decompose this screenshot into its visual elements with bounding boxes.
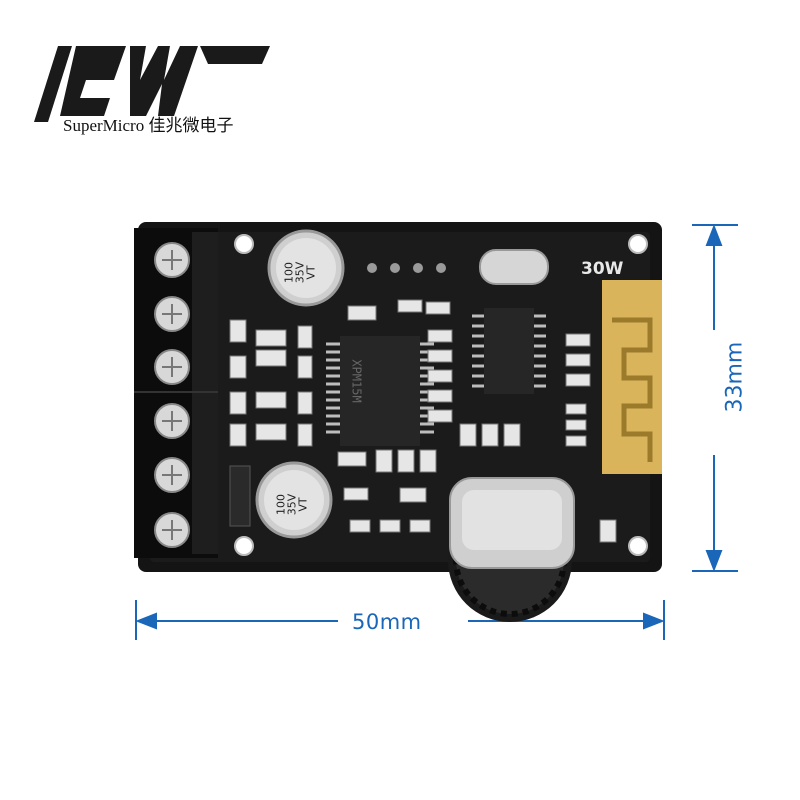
terminal-block [134, 228, 218, 558]
volume-knob [448, 477, 575, 622]
height-dimension [692, 224, 738, 572]
capacitor-2-label: 100 35V VT [274, 493, 310, 516]
brand-logo [34, 46, 270, 122]
capacitor-1 [267, 229, 345, 307]
capacitor-1-label: 100 35V VT [282, 261, 318, 284]
power-rating-label: 30W [581, 259, 624, 279]
brand-name: SuperMicro 佳兆微电子 [63, 116, 234, 135]
bluetooth-antenna [602, 280, 662, 474]
height-dimension-label: 33mm [722, 341, 748, 413]
amplifier-chip [326, 336, 434, 446]
amplifier-board [134, 222, 662, 622]
chip-marking: XPM15M [349, 359, 364, 403]
bluetooth-chip [472, 308, 546, 394]
width-dimension-label: 50mm [352, 610, 422, 634]
header-pins [367, 263, 446, 273]
smd-components [229, 299, 617, 543]
crystal [479, 249, 549, 285]
capacitor-2 [255, 461, 333, 539]
